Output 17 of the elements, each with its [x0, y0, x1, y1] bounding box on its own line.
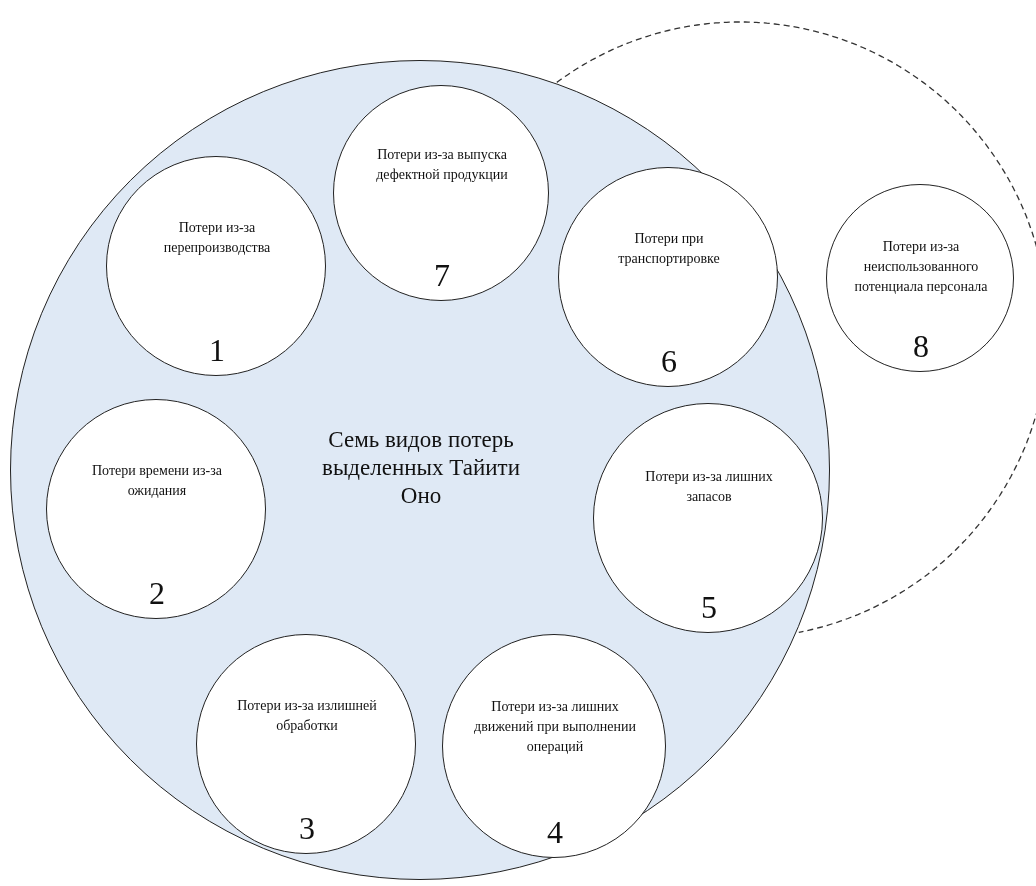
number-label: 5 [700, 590, 718, 624]
waste-text: Потери из-за лишних движений при выполнении операций [474, 698, 636, 756]
number-label: 2 [148, 576, 166, 610]
waste-text: Потери времени из-за ожидания [90, 462, 224, 500]
waste-text: Потери из-за неиспользованного потенциала персонала [853, 238, 989, 296]
number-label: 4 [546, 815, 564, 849]
number-label: 7 [433, 258, 451, 292]
number-label: 8 [912, 329, 930, 363]
waste-text: Потери при транспортировке [617, 230, 721, 268]
waste-text: Потери из-за перепроизводства [162, 219, 272, 257]
waste-text: Потери из-за выпуска дефектной продукции [375, 146, 509, 184]
number-label: 6 [660, 344, 678, 378]
number-label: 1 [208, 333, 226, 367]
waste-text: Потери из-за лишних запасов [644, 468, 774, 506]
center-label: Семь видов потерь выделенных Тайити Оно [321, 426, 521, 510]
number-label: 3 [298, 811, 316, 845]
waste-text: Потери из-за излишней обработки [236, 697, 378, 735]
